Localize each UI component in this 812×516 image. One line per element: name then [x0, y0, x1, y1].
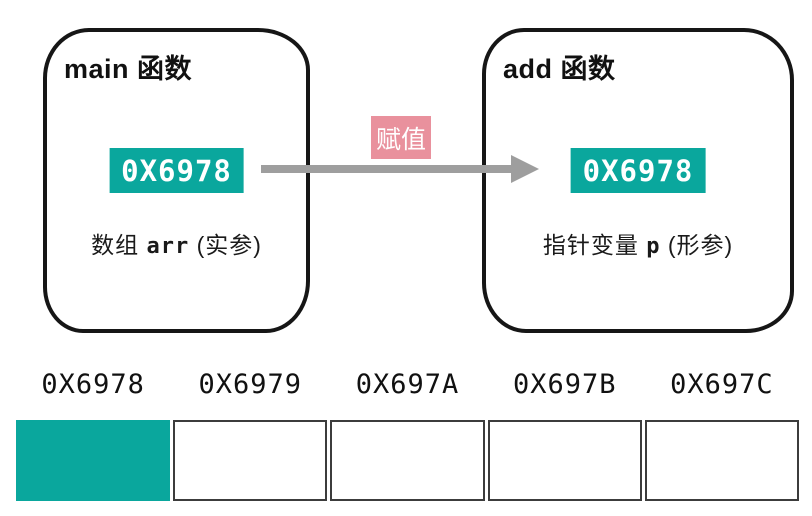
add-caption-variable: p [646, 234, 661, 259]
memory-cell [173, 420, 328, 501]
memory-column: 0X697C [644, 368, 800, 501]
main-caption-prefix: 数组 [91, 232, 147, 258]
add-address-value-chip: 0X6978 [570, 148, 706, 193]
memory-cell [330, 420, 485, 501]
main-caption-variable: arr [146, 234, 190, 259]
assignment-arrow-line [261, 165, 511, 173]
main-function-box: main 函数 0X6978 数组 arr (实参) [43, 28, 310, 333]
memory-column: 0X697B [487, 368, 642, 501]
memory-address-label: 0X6979 [198, 369, 303, 400]
main-function-title: main 函数 [64, 54, 193, 84]
memory-address-label: 0X697A [355, 369, 460, 400]
memory-column: 0X697A [330, 368, 485, 501]
assignment-label: 赋值 [371, 116, 431, 159]
add-caption-prefix: 指针变量 [542, 232, 647, 258]
add-box-caption: 指针变量 p (形参) [486, 226, 790, 260]
memory-address-label: 0X697B [512, 369, 617, 400]
add-function-box: add 函数 0X6978 指针变量 p (形参) [482, 28, 794, 333]
memory-column: 0X6978 [16, 368, 171, 501]
main-caption-suffix: (实参) [189, 232, 262, 258]
memory-cell [644, 420, 800, 501]
memory-cell [16, 420, 171, 501]
add-caption-suffix: (形参) [660, 232, 734, 258]
memory-address-row: 0X6978 0X6979 0X697A 0X697B 0X697C [16, 368, 800, 501]
memory-address-label: 0X697C [670, 369, 774, 400]
main-address-value-chip: 0X6978 [109, 148, 244, 193]
memory-address-label: 0X6978 [41, 369, 145, 400]
memory-column: 0X6979 [173, 368, 328, 501]
main-box-caption: 数组 arr (实参) [47, 226, 306, 260]
add-function-title: add 函数 [503, 54, 616, 84]
assignment-arrow-head-icon [511, 155, 539, 183]
memory-cell [487, 420, 642, 501]
